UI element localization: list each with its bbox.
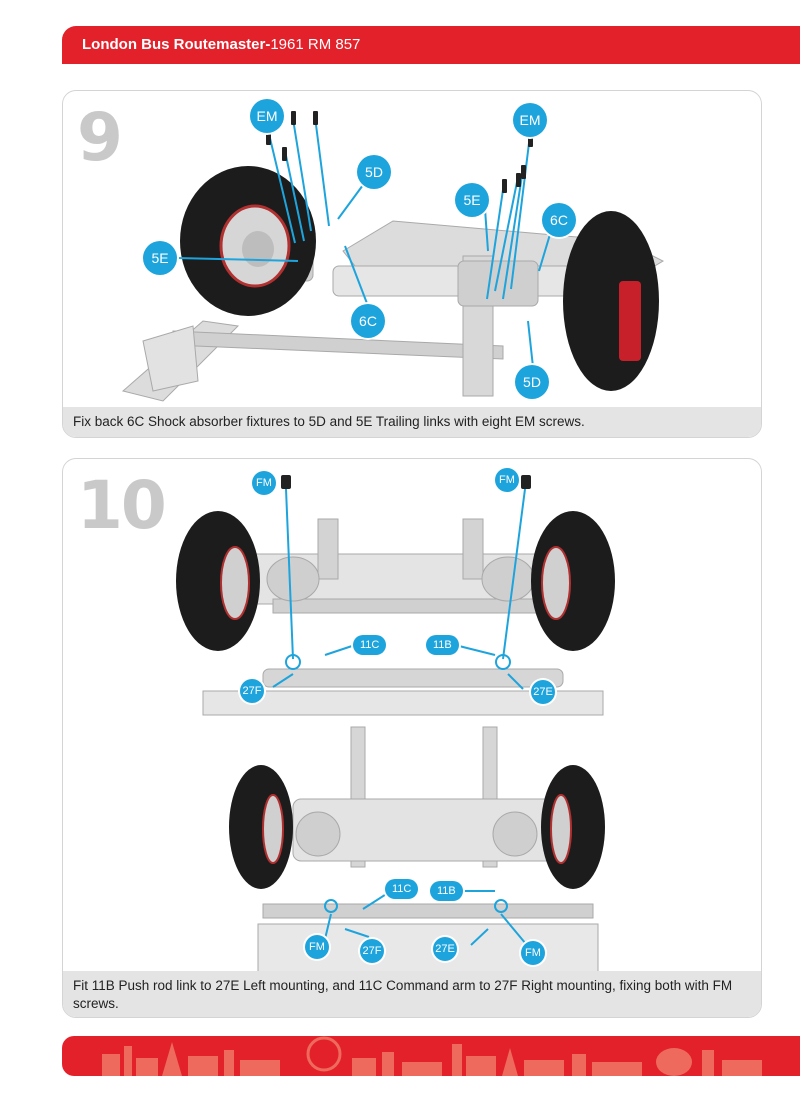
- callout-fm-bottom-left: FM: [305, 935, 329, 959]
- callout-11c-top: 11C: [353, 635, 387, 655]
- callout-27f-top: 27F: [240, 679, 264, 703]
- callout-5e-left: 5E: [143, 241, 177, 275]
- callout-em-left: EM: [250, 99, 284, 133]
- step-10-top-right-wheel-icon: [531, 511, 615, 651]
- callout-5e-right: 5E: [455, 183, 489, 217]
- callout-fm-top-right: FM: [495, 468, 519, 492]
- callout-em-right: EM: [513, 103, 547, 137]
- callout-6c-right: 6C: [542, 203, 576, 237]
- callout-27e-top: 27E: [531, 680, 555, 704]
- left-wheel-icon: [180, 166, 316, 316]
- callout-27e-bottom: 27E: [433, 937, 457, 961]
- step-9-illustration: [121, 111, 665, 402]
- footer-bar: [62, 1036, 800, 1076]
- callout-11b-bottom: 11B: [430, 881, 463, 901]
- step-10-caption: Fit 11B Push rod link to 27E Left mounti…: [63, 971, 761, 1017]
- header-bar: London Bus Routemaster-1961 RM 857: [62, 26, 800, 64]
- step-10-illustration: [176, 475, 615, 973]
- step-10-top-left-wheel-icon: [176, 511, 260, 651]
- callout-5d-bottom: 5D: [515, 365, 549, 399]
- callout-27f-bottom: 27F: [360, 939, 384, 963]
- callout-11b-top: 11B: [426, 635, 459, 655]
- callout-fm-bottom-right: FM: [521, 941, 545, 965]
- step-9-caption: Fix back 6C Shock absorber fixtures to 5…: [63, 407, 761, 437]
- step-9-number: 9: [77, 99, 123, 176]
- callout-6c-left: 6C: [351, 304, 385, 338]
- right-wheel-icon: [563, 211, 659, 391]
- step-9-panel: 9 EM EM 5D 5E 6C 5E 6C 5D Fix back 6C Sh…: [62, 90, 762, 438]
- callout-fm-top-left: FM: [252, 471, 276, 495]
- london-skyline-icon: [102, 1036, 762, 1076]
- header-title-rest: 1961 RM 857: [270, 36, 361, 53]
- step-10-bottom-left-wheel-icon: [229, 765, 293, 889]
- step-10-panel: 10 FM FM 11C 11B 27F 27E 11C 11B FM 27F …: [62, 458, 762, 1018]
- header-title-bold: London Bus Routemaster-: [82, 36, 271, 53]
- step-10-number: 10: [77, 467, 167, 544]
- callout-5d-top: 5D: [357, 155, 391, 189]
- step-10-bottom-right-wheel-icon: [541, 765, 605, 889]
- callout-11c-bottom: 11C: [385, 879, 419, 899]
